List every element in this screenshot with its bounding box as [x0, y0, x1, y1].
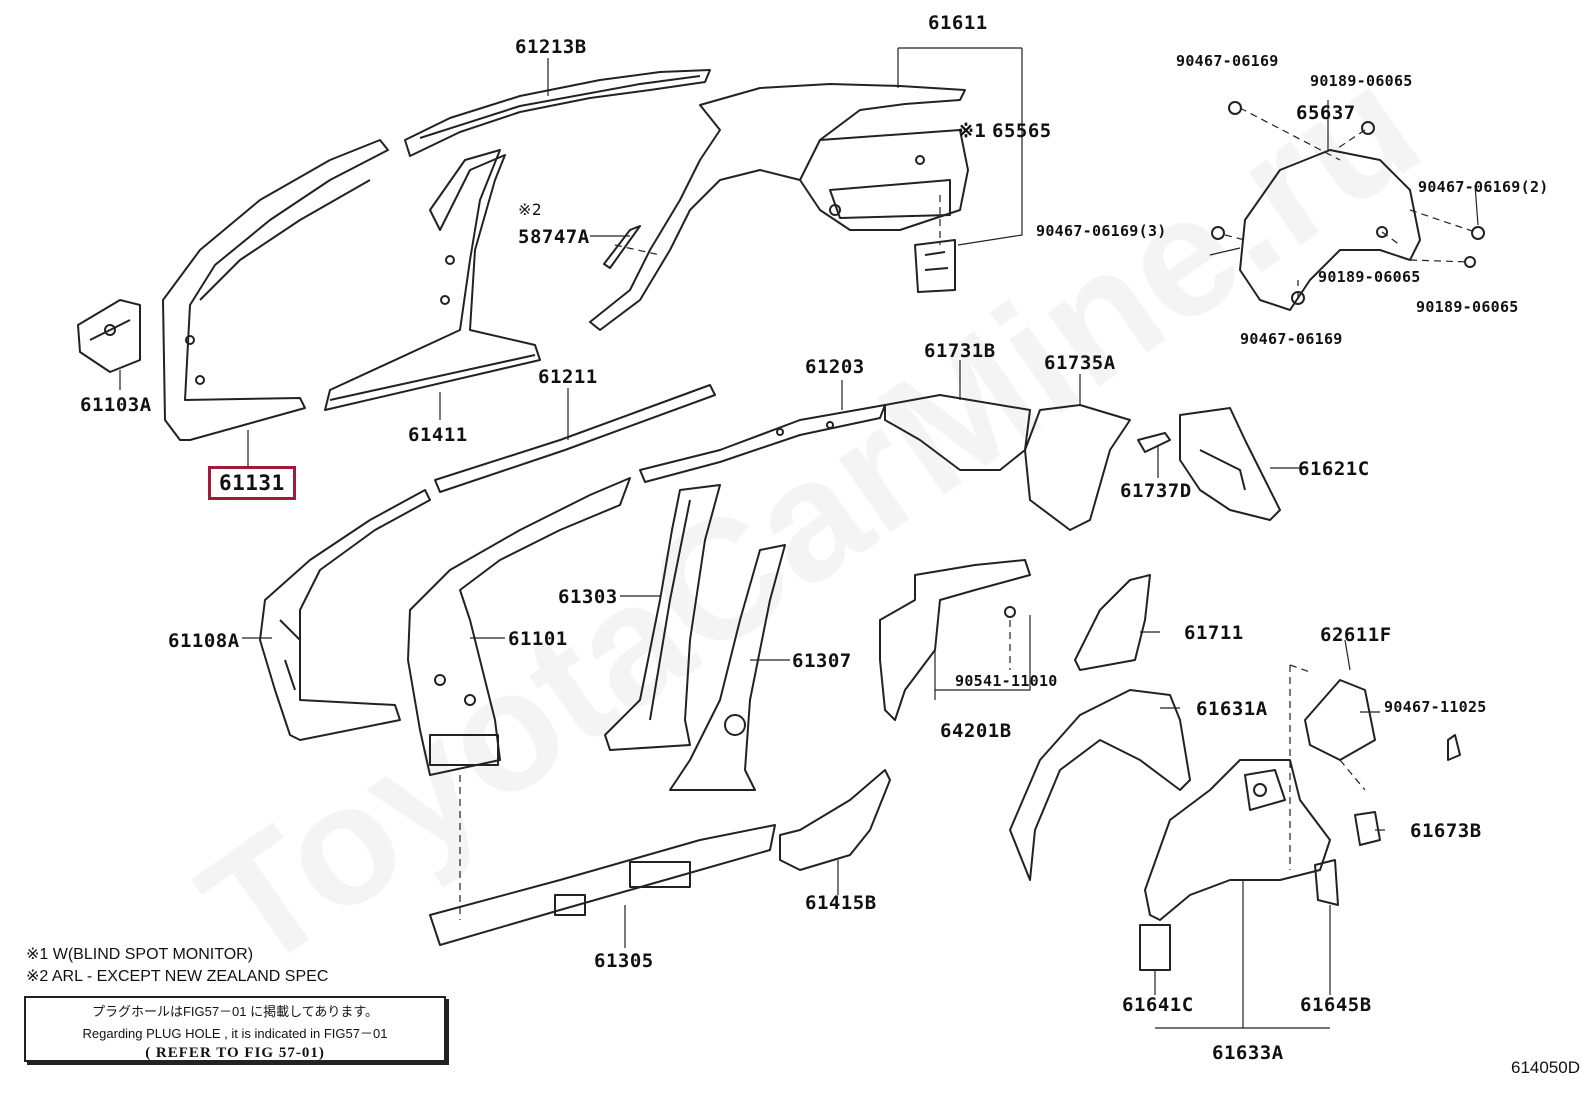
- dashed-lines: [459, 107, 1479, 920]
- part-64201B-shape: [879, 559, 1031, 721]
- label-90467-06169-3[interactable]: 90467-06169(3): [1036, 222, 1167, 240]
- label-61411[interactable]: 61411: [408, 424, 468, 446]
- part-61731B-shape: [884, 394, 1031, 471]
- part-58747A-shape: [603, 225, 641, 269]
- label-90189-06065-top[interactable]: 90189-06065: [1310, 72, 1413, 90]
- label-90541-11010[interactable]: 90541-11010: [955, 672, 1058, 690]
- label-65637[interactable]: 65637: [1296, 102, 1356, 124]
- part-61303-shape: [604, 484, 721, 751]
- reference-box: プラグホールはFIG57－01 に掲載してあります。 Regarding PLU…: [24, 996, 446, 1062]
- part-61735A-shape: [1024, 404, 1131, 531]
- label-61213B[interactable]: 61213B: [515, 36, 587, 58]
- label-61631A[interactable]: 61631A: [1196, 698, 1268, 720]
- part-65565-shape: [914, 239, 956, 293]
- label-65565-mark: ※1: [958, 120, 987, 142]
- part-61213B-shape: [404, 69, 711, 157]
- reference-japanese: プラグホールはFIG57－01 に掲載してあります。: [91, 1004, 379, 1019]
- label-90467-11025[interactable]: 90467-11025: [1384, 698, 1487, 716]
- label-61101[interactable]: 61101: [508, 628, 568, 650]
- part-61621C-shape: [1179, 407, 1281, 521]
- label-65565[interactable]: 65565: [992, 120, 1052, 142]
- part-61411-shape: [324, 149, 541, 411]
- part-61711-shape: [1074, 574, 1151, 671]
- label-58747A-mark: ※2: [518, 200, 543, 219]
- label-61735A[interactable]: 61735A: [1044, 352, 1116, 374]
- label-61711[interactable]: 61711: [1184, 622, 1244, 644]
- part-61307-shape: [669, 544, 786, 791]
- part-61611-shape: [589, 83, 969, 331]
- figure-code: 614050D: [1510, 1058, 1580, 1077]
- label-61303[interactable]: 61303: [558, 586, 618, 608]
- label-90467-06169-top[interactable]: 90467-06169: [1176, 52, 1279, 70]
- part-61641C-shape: [1139, 924, 1171, 971]
- leader-lines: [119, 47, 1479, 1029]
- label-61307[interactable]: 61307: [792, 650, 852, 672]
- label-58747A[interactable]: 58747A: [518, 226, 590, 248]
- note-arl-except-nz: ※2 ARL - EXCEPT NEW ZEALAND SPEC: [26, 968, 329, 985]
- label-61305[interactable]: 61305: [594, 950, 654, 972]
- part-61131-shape: [162, 139, 389, 441]
- label-64201B[interactable]: 64201B: [940, 720, 1012, 742]
- part-61631A-shape: [1009, 689, 1191, 881]
- label-61211[interactable]: 61211: [538, 366, 598, 388]
- label-62611F[interactable]: 62611F: [1320, 624, 1392, 646]
- label-90189-06065-right[interactable]: 90189-06065: [1416, 298, 1519, 316]
- part-61108A-shape: [259, 489, 431, 741]
- part-61645B-shape: [1314, 859, 1339, 906]
- part-61101-shape: [407, 477, 631, 776]
- label-61203[interactable]: 61203: [805, 356, 865, 378]
- part-62611F-shape: [1304, 679, 1461, 761]
- label-61611[interactable]: 61611: [928, 12, 988, 34]
- label-61731B[interactable]: 61731B: [924, 340, 996, 362]
- part-61103A-shape: [77, 299, 141, 373]
- label-61108A[interactable]: 61108A: [168, 630, 240, 652]
- reference-english: Regarding PLUG HOLE , it is indicated in…: [82, 1026, 388, 1041]
- label-61621C[interactable]: 61621C: [1298, 458, 1370, 480]
- label-61103A[interactable]: 61103A: [80, 394, 152, 416]
- label-61641C[interactable]: 61641C: [1122, 994, 1194, 1016]
- label-61737D[interactable]: 61737D: [1120, 480, 1192, 502]
- part-61737D-shape: [1137, 432, 1171, 453]
- reference-refer-link[interactable]: ( REFER TO FIG 57-01): [145, 1045, 325, 1061]
- label-90189-06065-mid[interactable]: 90189-06065: [1318, 268, 1421, 286]
- label-90467-06169-bottom[interactable]: 90467-06169: [1240, 330, 1343, 348]
- label-61633A[interactable]: 61633A: [1212, 1042, 1284, 1064]
- label-90467-06169-2[interactable]: 90467-06169(2): [1418, 178, 1549, 196]
- part-61203-shape: [639, 404, 886, 483]
- label-61673B[interactable]: 61673B: [1410, 820, 1482, 842]
- label-61131-highlighted[interactable]: 61131: [208, 466, 296, 500]
- part-61633A-shape: [1144, 759, 1331, 921]
- part-61305-shape: [429, 824, 776, 946]
- label-61415B[interactable]: 61415B: [805, 892, 877, 914]
- part-61673B-shape: [1354, 811, 1381, 846]
- label-61645B[interactable]: 61645B: [1300, 994, 1372, 1016]
- part-61415B-shape: [779, 769, 891, 871]
- note-blind-spot-monitor: ※1 W(BLIND SPOT MONITOR): [26, 946, 254, 963]
- part-61211-shape: [434, 384, 716, 493]
